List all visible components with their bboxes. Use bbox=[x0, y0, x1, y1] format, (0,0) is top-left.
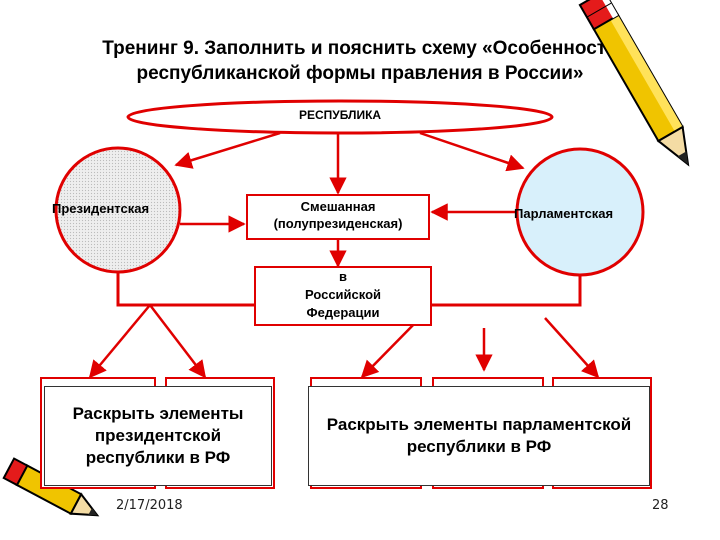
arrow-to-presidential bbox=[174, 131, 281, 169]
slide-date: 2/17/2018 bbox=[116, 498, 183, 513]
right-overlay-text: Раскрыть элементы парламентской республи… bbox=[326, 415, 632, 456]
mixed-label-line-1: Смешанная bbox=[300, 199, 376, 214]
title-line-1: Тренинг 9. Заполнить и пояснить схему «О… bbox=[102, 38, 618, 59]
arrow-down-1 bbox=[88, 304, 151, 379]
pencil-icon-top bbox=[578, 0, 690, 167]
mixed-label: Смешанная (полупрезиденская) bbox=[246, 198, 430, 232]
republic-label: РЕСПУБЛИКА bbox=[298, 108, 382, 122]
arrow-down-2 bbox=[149, 304, 207, 379]
mixed-label-line-2: (полупрезиденская) bbox=[273, 216, 403, 231]
slide-title: Тренинг 9. Заполнить и пояснить схему «О… bbox=[60, 36, 660, 86]
rf-box bbox=[254, 266, 432, 326]
page-number: 28 bbox=[652, 498, 669, 513]
rf-label-line-3: Федерации bbox=[306, 305, 380, 320]
connector-presidential-rf bbox=[116, 272, 254, 307]
parliamentary-label: Парламентская bbox=[514, 206, 614, 221]
right-overlay-box: Раскрыть элементы парламентской республи… bbox=[308, 386, 650, 486]
connector-parliamentary-rf bbox=[432, 275, 582, 307]
republic-ellipse bbox=[126, 99, 554, 135]
rf-label-line-2: Российской bbox=[304, 287, 382, 302]
arrow-to-parliamentary bbox=[419, 131, 525, 172]
presidential-label: Президентская bbox=[52, 201, 150, 216]
rf-label: в Российской Федерации bbox=[254, 268, 432, 322]
arrow-down-3 bbox=[360, 317, 421, 379]
arrow-down-5 bbox=[544, 317, 600, 379]
left-overlay-text: Раскрыть элементы президентской республи… bbox=[72, 404, 244, 467]
title-line-2: республиканской формы правления в России… bbox=[136, 63, 584, 84]
mixed-box bbox=[246, 194, 430, 240]
rf-label-line-1: в bbox=[339, 269, 347, 284]
left-overlay-box: Раскрыть элементы президентской республи… bbox=[44, 386, 272, 486]
